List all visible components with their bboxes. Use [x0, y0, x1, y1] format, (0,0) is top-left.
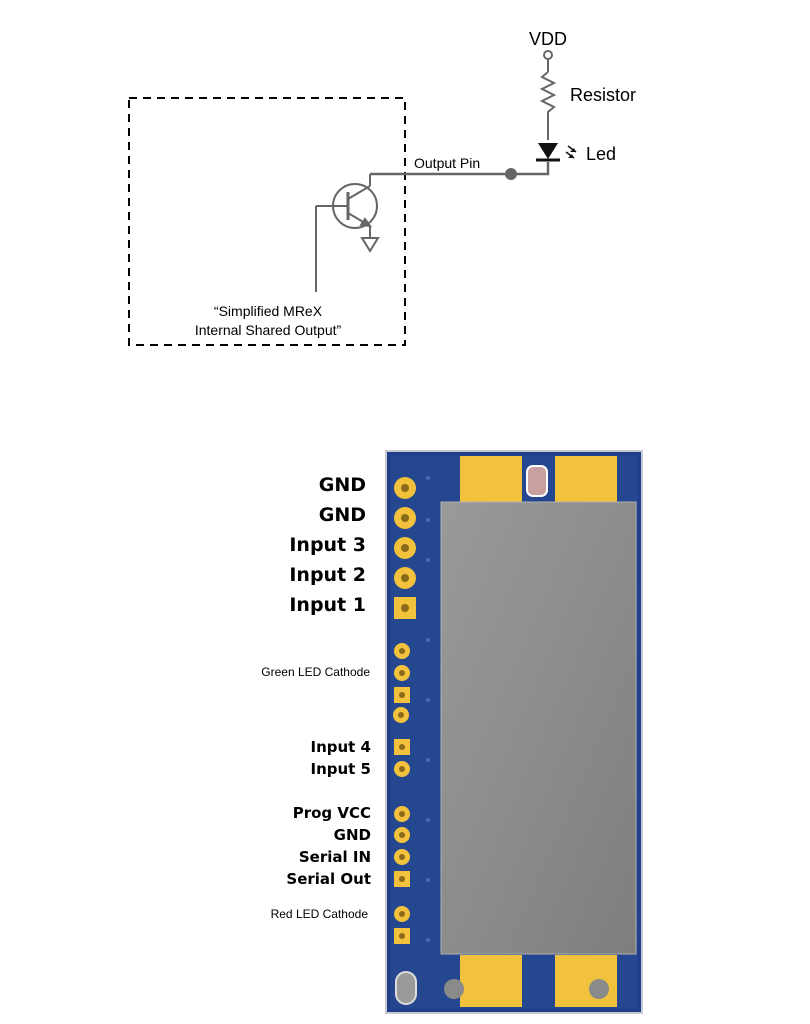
- antenna-pad-top-right: [555, 456, 617, 502]
- vdd-label: VDD: [529, 29, 567, 49]
- led-symbol: [536, 143, 577, 162]
- box-caption-line2: Internal Shared Output”: [195, 322, 342, 338]
- output-circuit-schematic: VDD Resistor Led Output Pin “Simplified …: [128, 29, 636, 346]
- pin-label-prog-vcc: Prog VCC: [292, 804, 371, 822]
- pin-label-input-3: Input 3: [289, 534, 366, 556]
- bottom-oval-pad: [395, 971, 417, 1005]
- pin-label-serial-in: Serial IN: [298, 848, 371, 866]
- pin-label-gnd-1: GND: [318, 474, 366, 496]
- antenna-pad-bottom-left: [460, 955, 522, 1007]
- npn-transistor-symbol: [315, 174, 378, 292]
- box-caption-line1: “Simplified MReX: [214, 303, 323, 319]
- resistor-label: Resistor: [570, 85, 636, 105]
- mount-hole-bottom-right: [589, 979, 609, 999]
- header-pins-large: [394, 477, 416, 619]
- output-wire: [370, 162, 550, 176]
- pin-label-serial-out: Serial Out: [286, 870, 371, 888]
- mrex-module-board: [385, 450, 643, 1014]
- antenna-pad-top-left: [460, 456, 522, 502]
- output-node-dot: [505, 168, 517, 180]
- top-component: [526, 465, 548, 497]
- pin-label-gnd-3: GND: [333, 826, 371, 844]
- output-pin-label: Output Pin: [414, 155, 480, 171]
- pin-label-input-2: Input 2: [289, 564, 366, 586]
- pin-label-input-5: Input 5: [310, 760, 371, 778]
- header-pins-small: [393, 643, 410, 944]
- resistor-symbol: [539, 71, 557, 140]
- pin-label-green-led-cathode: Green LED Cathode: [261, 665, 370, 679]
- vdd-terminal: [543, 50, 553, 60]
- ground-symbol: [360, 237, 380, 253]
- pin-label-gnd-2: GND: [318, 504, 366, 526]
- pcb-vias: [426, 476, 430, 942]
- mrex-internal-box: [128, 97, 406, 346]
- rf-shield-can: [440, 501, 637, 955]
- pin-label-input-1: Input 1: [289, 594, 366, 616]
- antenna-pad-bottom-right: [555, 955, 617, 1007]
- mount-hole-bottom-left: [444, 979, 464, 999]
- pin-label-input-4: Input 4: [310, 738, 371, 756]
- led-label: Led: [586, 144, 616, 164]
- pin-label-red-led-cathode: Red LED Cathode: [270, 907, 368, 921]
